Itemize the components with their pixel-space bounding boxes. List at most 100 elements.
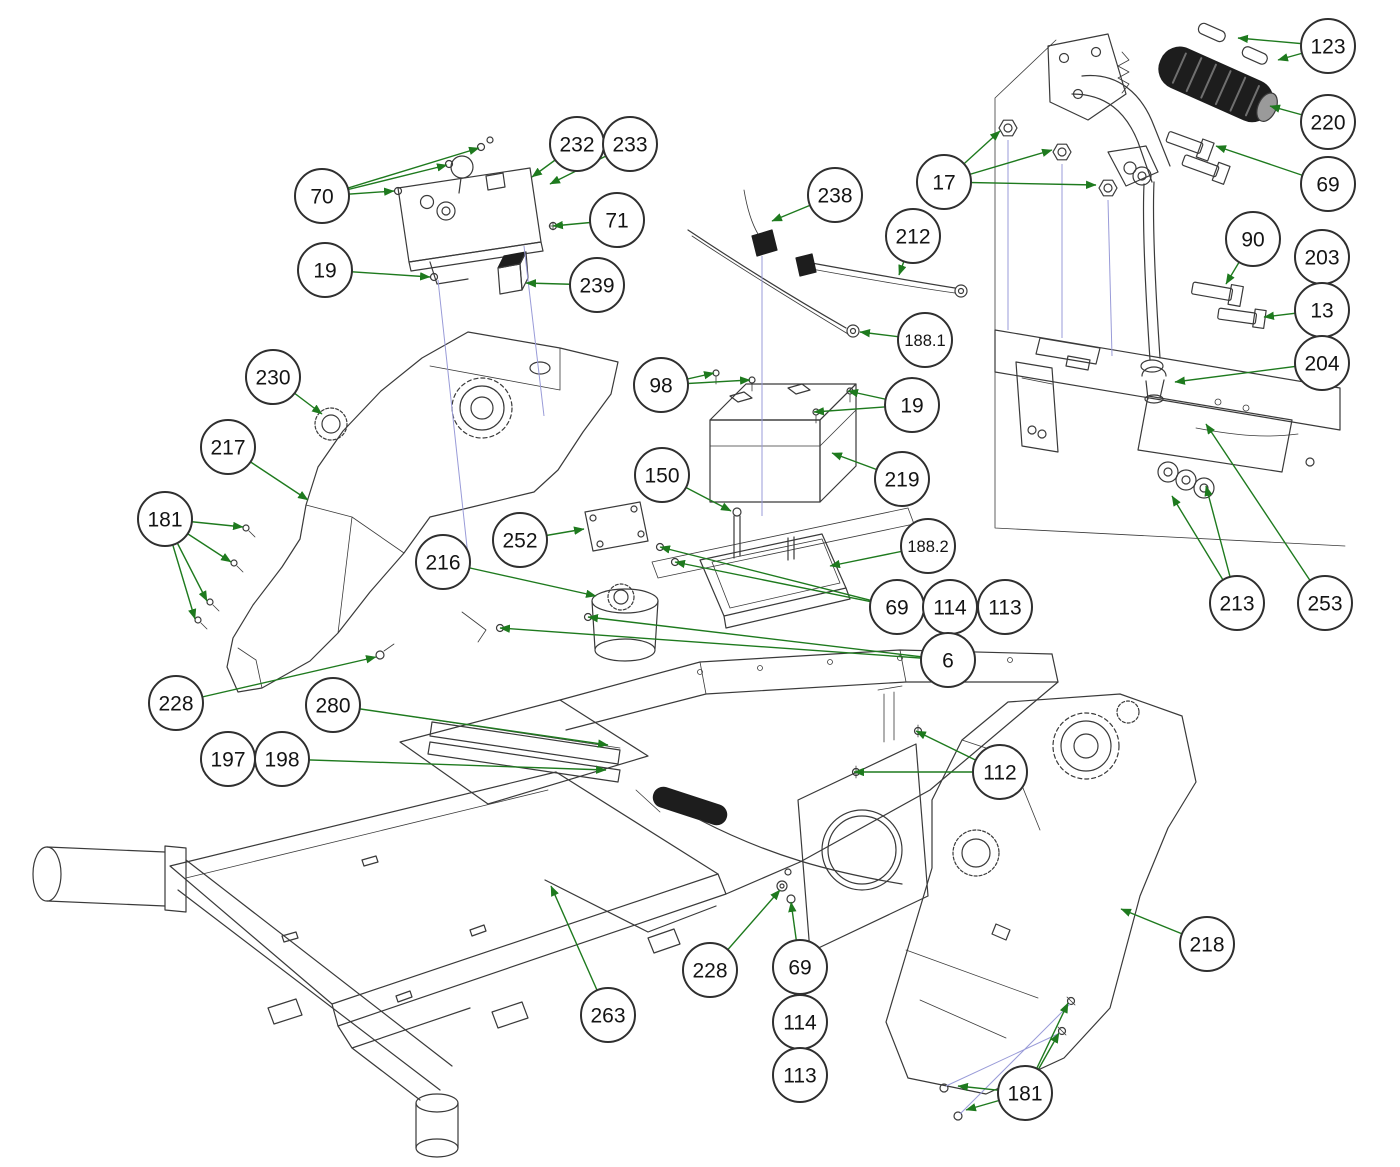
callout-113[interactable]: 113 xyxy=(977,579,1033,635)
callout-circle[interactable] xyxy=(772,1047,828,1103)
callout-232[interactable]: 232 xyxy=(549,116,605,172)
callout-circle[interactable] xyxy=(884,377,940,433)
leader-line-253 xyxy=(1205,423,1326,604)
callout-number: 204 xyxy=(1304,353,1339,376)
callout-circle[interactable] xyxy=(589,192,645,248)
callout-circle[interactable] xyxy=(1294,335,1350,391)
callout-circle[interactable] xyxy=(294,168,350,224)
callout-number: 19 xyxy=(313,260,336,283)
callout-circle[interactable] xyxy=(1300,94,1356,150)
callout-number: 114 xyxy=(783,1012,817,1035)
callout-123[interactable]: 123 xyxy=(1300,18,1356,74)
callout-circle[interactable] xyxy=(916,154,972,210)
callout-181[interactable]: 181 xyxy=(997,1065,1053,1121)
callout-212[interactable]: 212 xyxy=(885,208,941,264)
callout-219[interactable]: 219 xyxy=(874,451,930,507)
callout-circle[interactable] xyxy=(245,349,301,405)
callout-198[interactable]: 198 xyxy=(254,731,310,787)
callout-circle[interactable] xyxy=(920,632,976,688)
callout-197[interactable]: 197 xyxy=(200,731,256,787)
callout-263[interactable]: 263 xyxy=(580,987,636,1043)
callout-circle[interactable] xyxy=(602,116,658,172)
callout-19[interactable]: 19 xyxy=(884,377,940,433)
callout-204[interactable]: 204 xyxy=(1294,335,1350,391)
callout-circle[interactable] xyxy=(297,242,353,298)
callout-circle[interactable] xyxy=(1179,916,1235,972)
callout-280[interactable]: 280 xyxy=(305,677,361,733)
callout-circle[interactable] xyxy=(682,942,738,998)
callout-number: 238 xyxy=(817,185,852,208)
callout-circle[interactable] xyxy=(1300,18,1356,74)
callout-230[interactable]: 230 xyxy=(245,349,301,405)
callout-circle[interactable] xyxy=(807,167,863,223)
callout-circle[interactable] xyxy=(997,1065,1053,1121)
callout-number: 188.2 xyxy=(907,538,948,556)
callout-circle[interactable] xyxy=(1225,211,1281,267)
callout-69[interactable]: 69 xyxy=(1300,156,1356,212)
callout-98[interactable]: 98 xyxy=(633,357,689,413)
leader-line-228 xyxy=(175,655,377,704)
callout-circle[interactable] xyxy=(897,312,953,368)
callout-circle[interactable] xyxy=(972,744,1028,800)
callout-circle[interactable] xyxy=(415,534,471,590)
callout-circle[interactable] xyxy=(200,419,256,475)
callout-number: 69 xyxy=(788,957,811,980)
leader-line-69 xyxy=(674,559,898,608)
callout-6[interactable]: 6 xyxy=(920,632,976,688)
callout-113[interactable]: 113 xyxy=(772,1047,828,1103)
callout-circle[interactable] xyxy=(148,675,204,731)
callout-150[interactable]: 150 xyxy=(634,447,690,503)
callout-19[interactable]: 19 xyxy=(297,242,353,298)
callout-circle[interactable] xyxy=(305,677,361,733)
callout-number: 203 xyxy=(1304,247,1339,270)
callout-70[interactable]: 70 xyxy=(294,168,350,224)
callout-number: 232 xyxy=(559,134,594,157)
callout-circle[interactable] xyxy=(977,579,1033,635)
callout-circle[interactable] xyxy=(634,447,690,503)
callout-220[interactable]: 220 xyxy=(1300,94,1356,150)
callout-circle[interactable] xyxy=(900,518,956,574)
callout-228[interactable]: 228 xyxy=(148,675,204,731)
callout-218[interactable]: 218 xyxy=(1179,916,1235,972)
callout-circle[interactable] xyxy=(1300,156,1356,212)
callout-69[interactable]: 69 xyxy=(772,939,828,995)
callout-71[interactable]: 71 xyxy=(589,192,645,248)
callout-circle[interactable] xyxy=(580,987,636,1043)
callout-216[interactable]: 216 xyxy=(415,534,471,590)
callout-circle[interactable] xyxy=(885,208,941,264)
callout-circle[interactable] xyxy=(137,491,193,547)
callout-13[interactable]: 13 xyxy=(1294,282,1350,338)
leader-line-69 xyxy=(659,545,898,608)
callout-69[interactable]: 69 xyxy=(869,579,925,635)
callout-228[interactable]: 228 xyxy=(682,942,738,998)
callout-circle[interactable] xyxy=(1209,575,1265,631)
callout-181[interactable]: 181 xyxy=(137,491,193,547)
callout-number: 69 xyxy=(885,597,908,620)
callout-number: 70 xyxy=(310,186,333,209)
callout-112[interactable]: 112 xyxy=(972,744,1028,800)
callout-114[interactable]: 114 xyxy=(772,994,828,1050)
callout-circle[interactable] xyxy=(254,731,310,787)
callout-233[interactable]: 233 xyxy=(602,116,658,172)
callout-203[interactable]: 203 xyxy=(1294,229,1350,285)
callout-213[interactable]: 213 xyxy=(1209,575,1265,631)
callout-188.2[interactable]: 188.2 xyxy=(900,518,956,574)
callout-239[interactable]: 239 xyxy=(569,257,625,313)
callout-number: 17 xyxy=(932,172,955,195)
callout-238[interactable]: 238 xyxy=(807,167,863,223)
callout-217[interactable]: 217 xyxy=(200,419,256,475)
callout-253[interactable]: 253 xyxy=(1297,575,1353,631)
callout-114[interactable]: 114 xyxy=(922,579,978,635)
leader-line-198 xyxy=(281,758,607,774)
callout-188.1[interactable]: 188.1 xyxy=(897,312,953,368)
callout-circle[interactable] xyxy=(492,512,548,568)
callout-circle[interactable] xyxy=(874,451,930,507)
callout-circle[interactable] xyxy=(1297,575,1353,631)
callout-circle[interactable] xyxy=(569,257,625,313)
callout-number: 253 xyxy=(1307,593,1342,616)
callout-circle[interactable] xyxy=(633,357,689,413)
callout-17[interactable]: 17 xyxy=(916,154,972,210)
callout-90[interactable]: 90 xyxy=(1225,211,1281,267)
callout-252[interactable]: 252 xyxy=(492,512,548,568)
